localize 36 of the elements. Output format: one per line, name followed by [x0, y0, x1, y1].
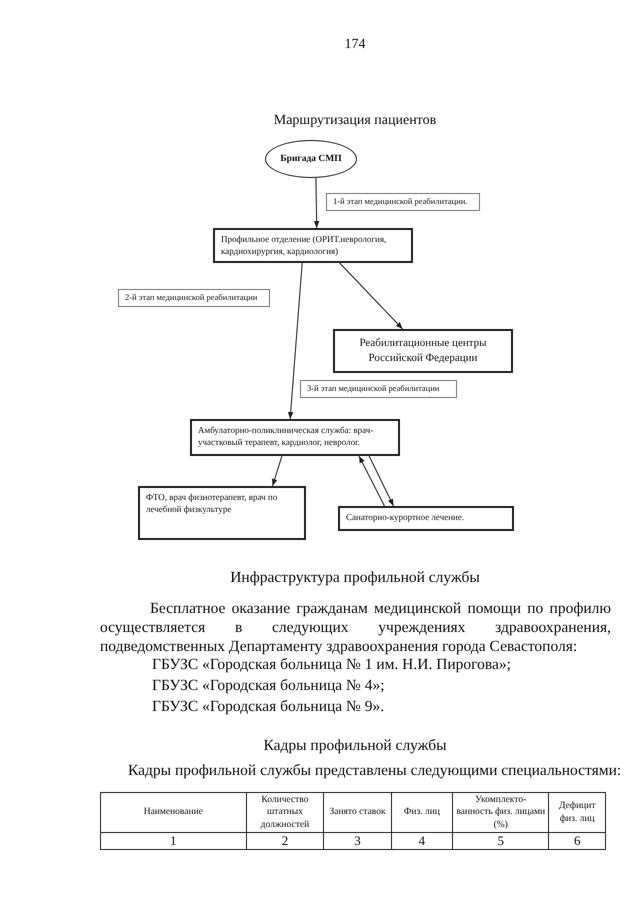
column-header: Дефицит физ. лиц — [548, 792, 606, 833]
column-number: 6 — [548, 832, 606, 850]
column-header: Наименование — [100, 792, 246, 833]
column-header: Количество штатных должностей — [246, 792, 324, 833]
page-number: 174 — [344, 36, 366, 54]
oval-node: Бригада СМП — [265, 140, 357, 178]
arrow — [358, 456, 385, 506]
column-number: 4 — [391, 832, 452, 850]
stage-box: 2-й этап медицинской реабилитации — [118, 289, 270, 307]
arrow — [314, 178, 320, 228]
process-box: Реабилитационные центры Российской Федерации — [333, 329, 513, 373]
process-box: ФТО, врач физиотерапевт, врач по лечебной физкультуре — [138, 486, 306, 540]
paragraph: Бесплатное оказание гражданам медицинской помощи по профилю осуществляется в следующих учреждениях здравоохранения, подведомственных Департаменту здравоохранения города Севастополя: — [100, 600, 611, 657]
stage-box: 3-й этап медицинской реабилитации — [300, 380, 457, 398]
column-header: Занято ставок — [324, 792, 392, 833]
column-header: Укомплекто- ванность физ. лицами (%) — [452, 792, 549, 833]
list-item: ГБУЗС «Городская больница № 4»; — [152, 676, 385, 696]
arrow — [339, 262, 404, 330]
column-number: 2 — [246, 832, 324, 850]
paragraph: Кадры профильной службы представлены следующими специальностями: — [128, 761, 622, 781]
column-number: 5 — [452, 832, 549, 850]
column-number: 3 — [324, 832, 392, 850]
column-number: 1 — [100, 832, 246, 850]
arrow — [272, 456, 282, 486]
section-heading: Инфраструктура профильной службы — [229, 568, 481, 588]
process-box: Амбулаторно-поликлиническая служба: врач-участковый терапевт, кардиолог, невролог. — [190, 419, 400, 456]
stage-box: 1-й этап медицинской реабилитации. — [326, 193, 480, 211]
column-header: Физ. лиц — [391, 792, 452, 833]
section-heading: Кадры профильной службы — [262, 736, 448, 756]
arrow — [288, 262, 303, 420]
diagram-title: Маршрутизация пациентов — [272, 113, 438, 129]
process-box: Санаторно-курортное лечение. — [338, 506, 514, 531]
list-item: ГБУЗС «Городская больница № 1 им. Н.И. Пирогова»; — [152, 655, 511, 675]
list-item: ГБУЗС «Городская больница № 9». — [152, 697, 384, 717]
process-box: Профильное отделение (ОРИТ.неврология, кардиохирургия, кардиология) — [213, 228, 413, 263]
arrow — [368, 456, 394, 506]
